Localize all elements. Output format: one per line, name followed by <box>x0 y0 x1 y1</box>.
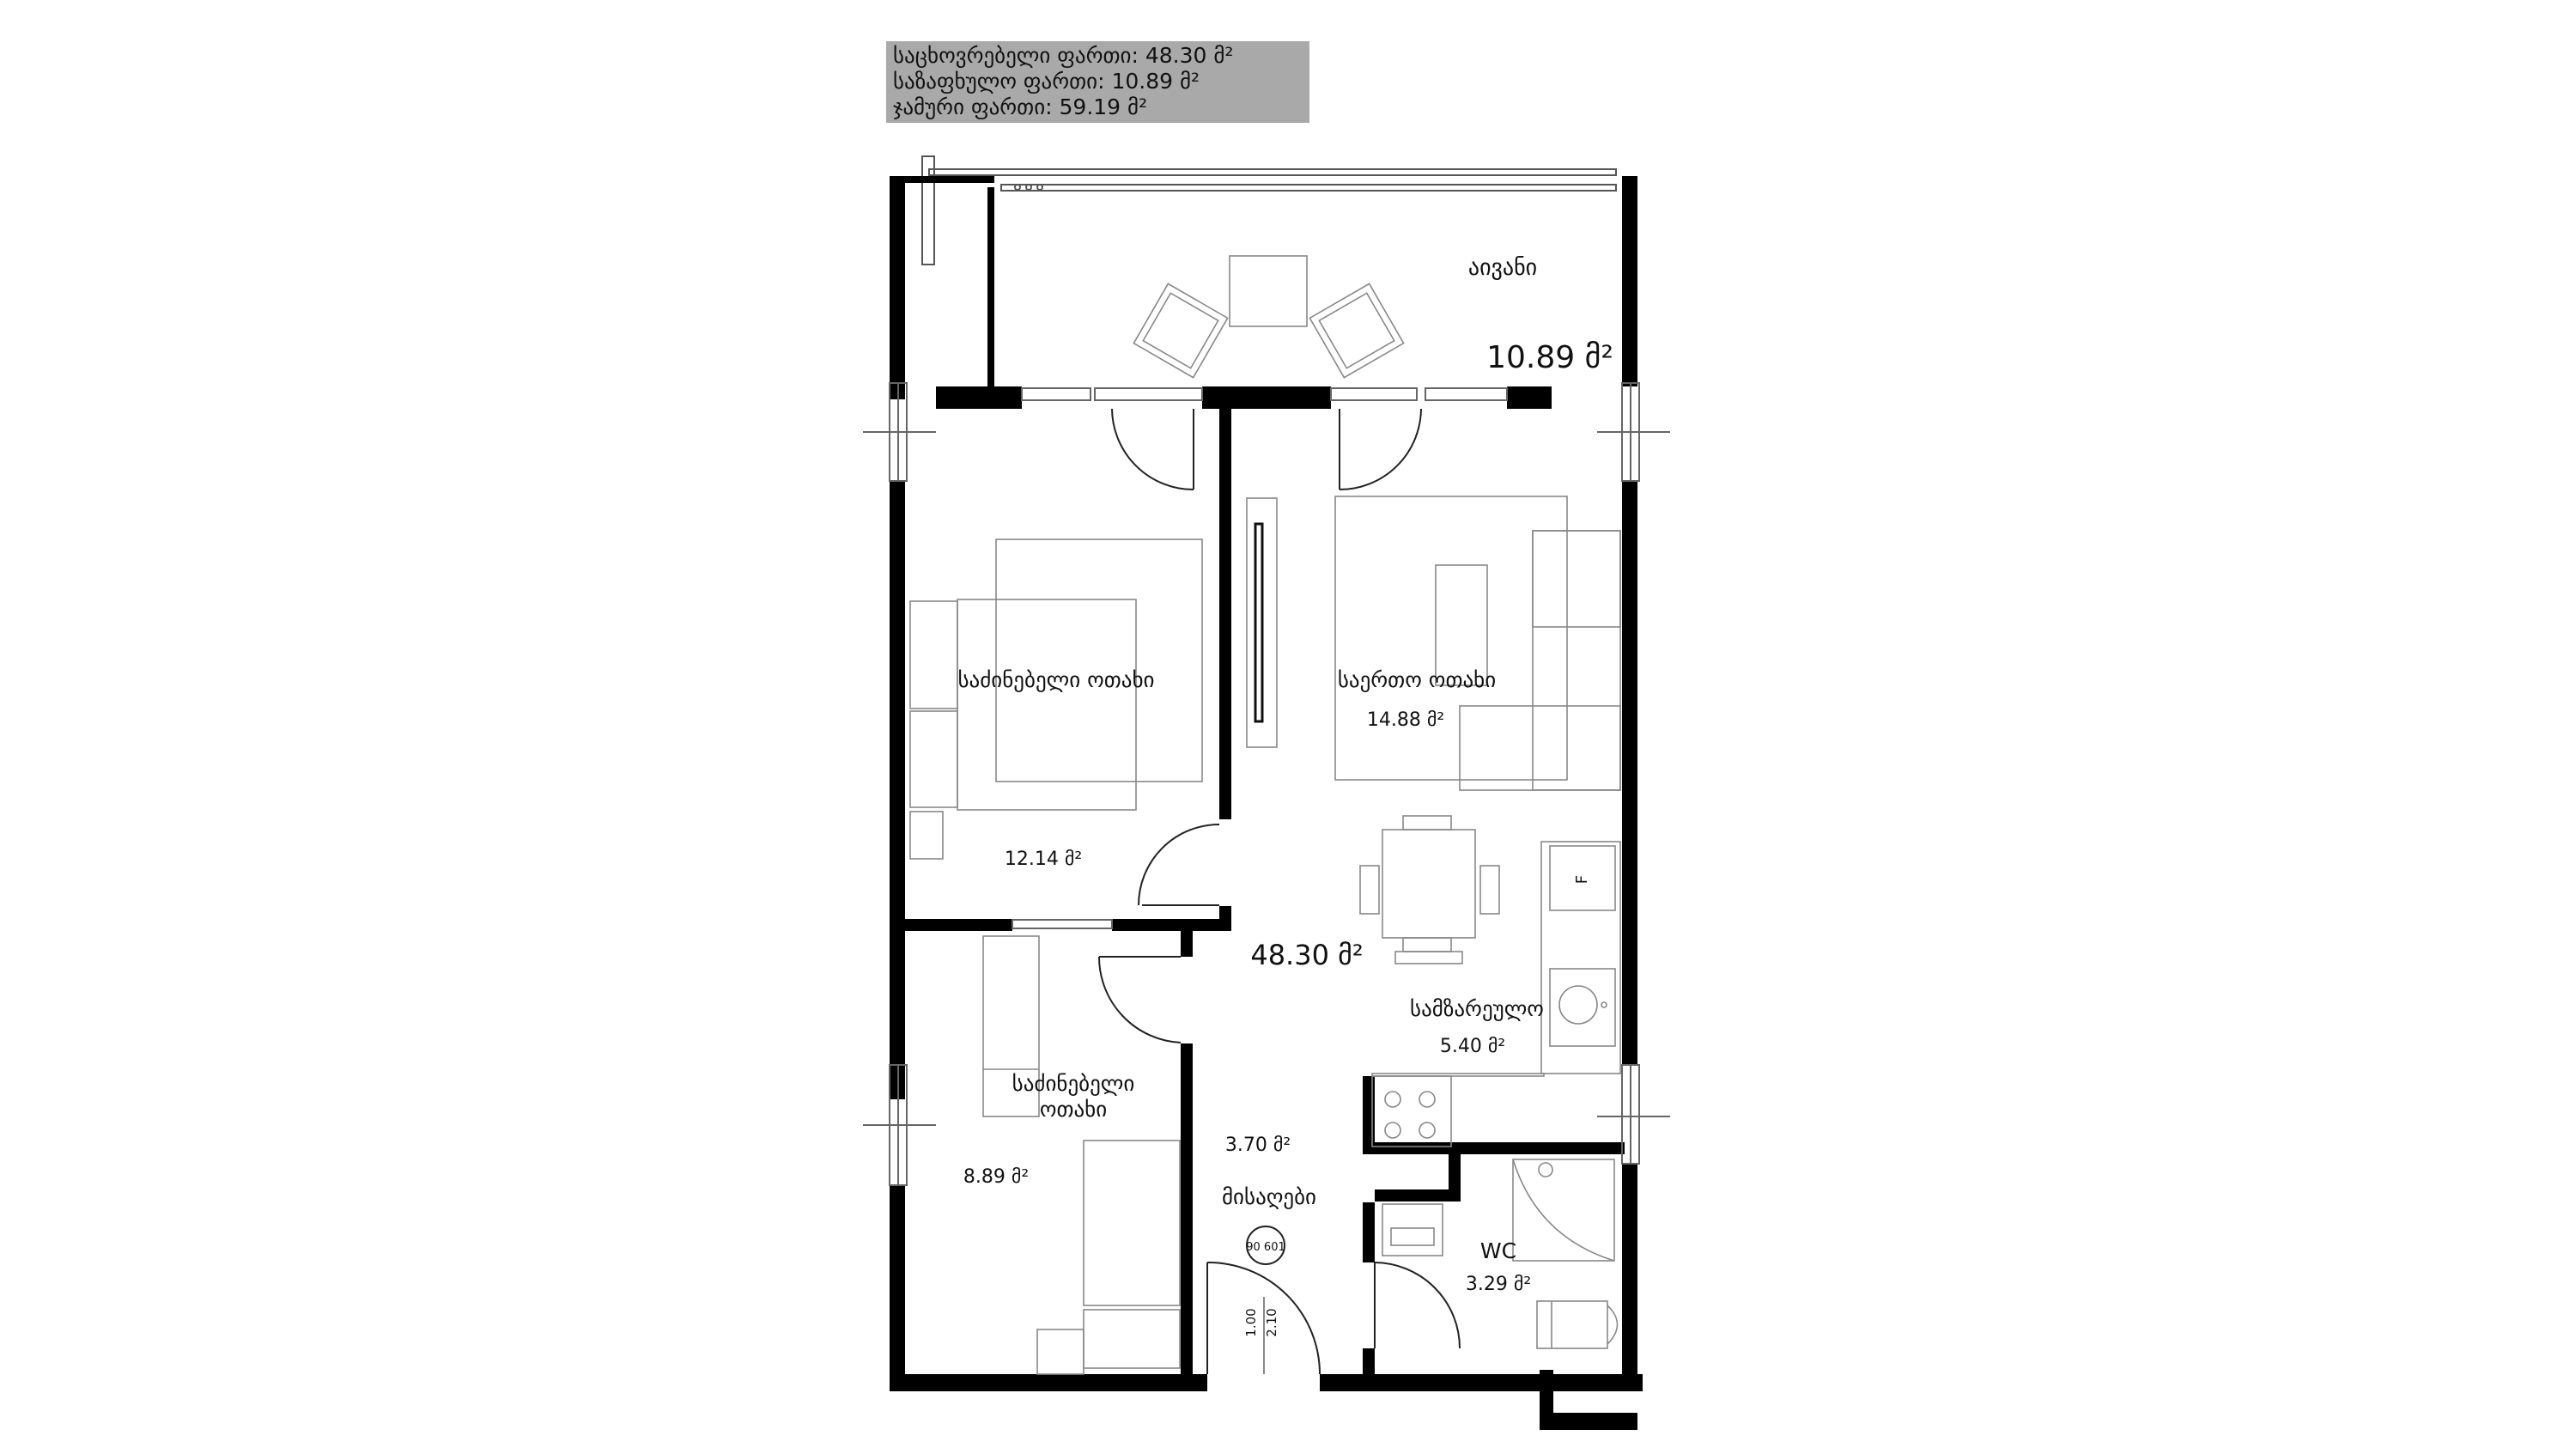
bedroom-2-bed <box>1083 1140 1181 1306</box>
shower <box>1512 1159 1615 1262</box>
stove <box>1371 1075 1452 1147</box>
kitchen-name: სამზარეულო <box>1410 996 1544 1021</box>
toilet <box>1536 1300 1608 1349</box>
living-room-rug <box>1334 496 1568 781</box>
windows <box>863 382 1670 1186</box>
bedroom-2-name-line1: საძინებელი <box>1012 1071 1135 1096</box>
living-room-name: საერთო ოთახი <box>1338 667 1496 692</box>
hall-area: 3.70 მ² <box>1225 1135 1291 1156</box>
bedroom-2-area: 8.89 მ² <box>963 1166 1029 1188</box>
wardrobe <box>1246 497 1278 748</box>
bedroom-1-name: საძინებელი ოთახი <box>957 667 1154 692</box>
bedroom-2-wardrobe <box>982 935 1040 1117</box>
wc-area: 3.29 მ² <box>1466 1274 1531 1295</box>
bedroom-1-bed <box>995 538 1203 782</box>
doors <box>1097 408 1461 1375</box>
room-labels: აივანი 10.89 მ² საძინებელი ოთახი 12.14 მ… <box>957 255 1613 1337</box>
balcony-area-summary: საზაფხულო ფართი: 10.89 მ² <box>893 69 1200 94</box>
service-shaft <box>1246 1226 1285 1265</box>
fridge-label: F <box>1573 875 1591 884</box>
bedroom-1-area: 12.14 მ² <box>1005 849 1082 870</box>
fridge <box>1549 845 1616 911</box>
washbasin <box>1382 1203 1443 1256</box>
door-height-label: 2.10 <box>1264 1308 1279 1336</box>
kitchen-counter <box>1540 841 1621 1074</box>
coffee-table <box>1435 564 1488 686</box>
balcony-area: 10.89 მ² <box>1486 340 1613 375</box>
door-width-label: 1.00 <box>1243 1308 1259 1336</box>
kitchen-area: 5.40 მ² <box>1440 1036 1505 1057</box>
living-room-area: 14.88 მ² <box>1367 709 1444 731</box>
sofa <box>1532 530 1621 791</box>
balcony-name: აივანი <box>1468 255 1537 281</box>
furniture <box>909 255 1621 1375</box>
wc-name: WC <box>1480 1238 1516 1263</box>
total-living-area: 48.30 მ² <box>1250 939 1363 971</box>
balcony-chair-left <box>1133 283 1229 379</box>
living-area-summary: საცხოვრებელი ფართი: 48.30 მ² <box>893 43 1234 68</box>
walls <box>890 176 1643 1430</box>
dining-table <box>1382 829 1476 939</box>
balcony-table <box>1229 255 1308 327</box>
kitchen-sink <box>1549 968 1616 1047</box>
total-area-summary: ჯამური ფართი: 59.19 მ² <box>893 94 1148 119</box>
bedroom-2-name-line2: ოთახი <box>1040 1097 1107 1122</box>
balcony-railing <box>921 155 1617 265</box>
balcony-chair-right <box>1309 283 1405 379</box>
hall-name: მისაღები <box>1222 1184 1316 1209</box>
area-summary-box: საცხოვრებელი ფართი: 48.30 მ² საზაფხულო ფ… <box>886 41 1309 123</box>
shaft-label: 90 601 <box>1246 1241 1285 1254</box>
